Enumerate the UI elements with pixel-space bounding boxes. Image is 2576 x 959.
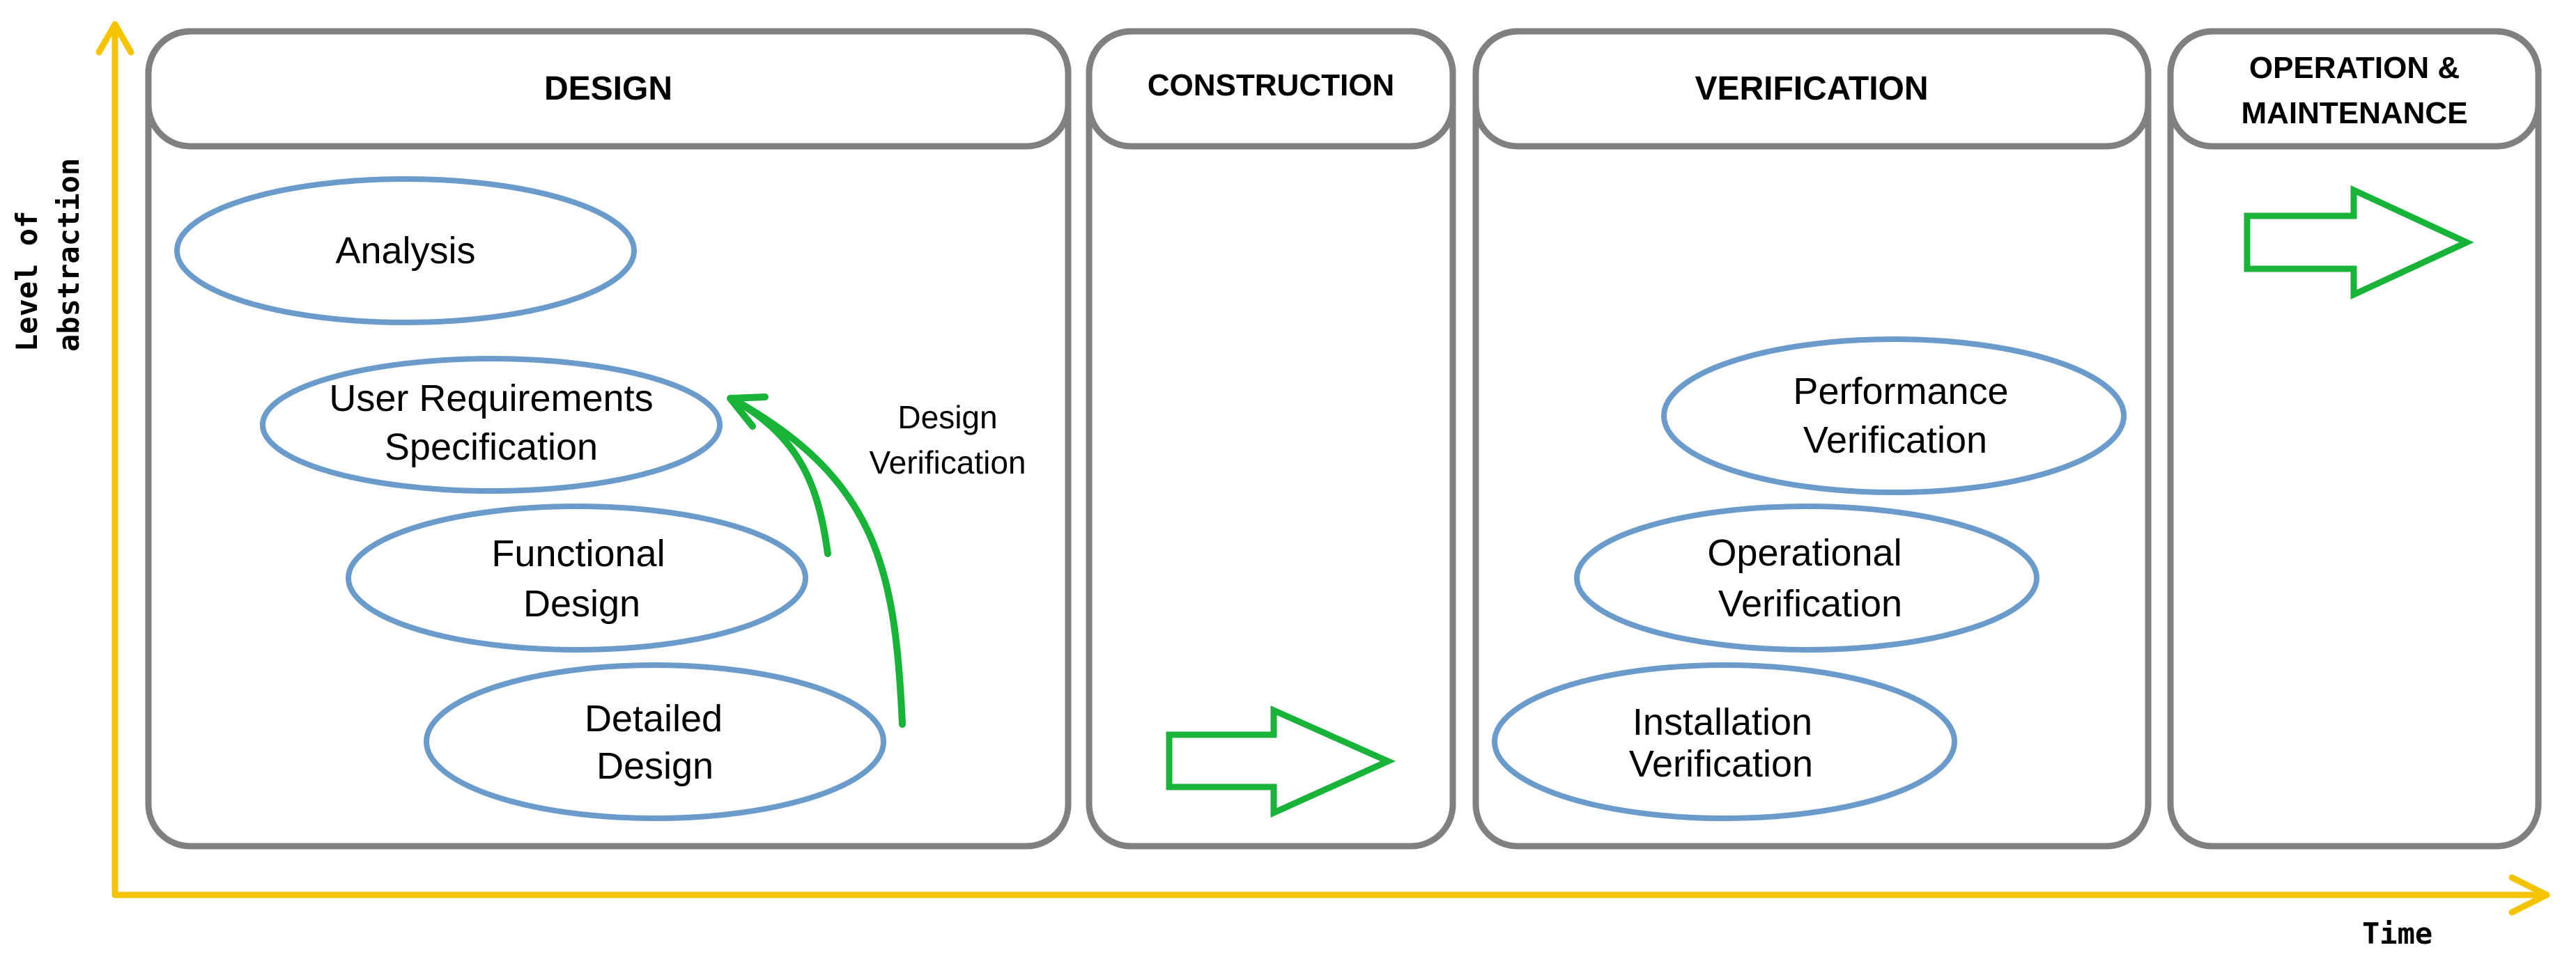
y-axis-label: Level of abstraction: [10, 158, 86, 352]
operational-label-line1: Operational: [1707, 532, 1902, 574]
phase-boxes: [145, 28, 2542, 850]
analysis-label: Analysis: [335, 230, 475, 272]
y-axis-arrowhead: [95, 21, 134, 56]
detailed-label-line2: Design: [596, 745, 714, 787]
design-verification-label-line2: Verification: [869, 444, 1026, 481]
performance-verification-oval: [1661, 336, 2127, 495]
urs-oval: [260, 356, 723, 494]
verification-phase-title: VERIFICATION: [1695, 70, 1928, 107]
y-axis-label-line1: Level of: [10, 211, 44, 352]
x-axis-arrowhead: [2508, 874, 2550, 916]
design-phase-title: DESIGN: [544, 70, 672, 107]
y-axis: [95, 21, 134, 898]
operation-phase-title-line1: OPERATION &: [2249, 51, 2460, 85]
functional-design-oval: [346, 504, 808, 653]
design-verification-long-curve: [732, 397, 906, 728]
right-block-arrow-icon: [2244, 185, 2474, 300]
design-verification-short-curve: [732, 397, 831, 557]
analysis-oval: [174, 176, 637, 325]
design-verification-label-line1: Design: [897, 399, 997, 435]
performance-label-line2: Verification: [1803, 419, 1987, 461]
operation-phase-title-line2: MAINTENANCE: [2241, 96, 2467, 130]
installation-label-line1: Installation: [1633, 701, 1812, 743]
design-phase-header: [145, 28, 1072, 150]
verification-phase-header: [1472, 28, 2152, 150]
operational-label-line2: Verification: [1718, 583, 1902, 625]
operational-verification-oval: [1574, 504, 2039, 653]
detailed-design-oval: [424, 662, 886, 821]
construction-phase-title: CONSTRUCTION: [1148, 68, 1394, 102]
design-verification-arrowhead: [727, 393, 769, 430]
x-axis-label: Time: [2362, 917, 2432, 951]
installation-label-line2: Verification: [1629, 743, 1813, 785]
urs-label-line2: Specification: [385, 426, 598, 468]
y-axis-label-line2: abstraction: [52, 158, 86, 352]
x-axis: [111, 874, 2550, 916]
functional-label-line1: Functional: [491, 533, 665, 575]
right-block-arrow-icon: [1166, 705, 1396, 818]
construction-phase-header: [1086, 28, 1456, 150]
operation-phase-header: [2167, 28, 2542, 150]
urs-label-line1: User Requirements: [329, 377, 653, 419]
verification-ovals: [1492, 336, 2127, 821]
operation-phase-box: [2167, 28, 2542, 850]
detailed-label-line1: Detailed: [585, 698, 723, 740]
design-ovals: [174, 176, 886, 821]
installation-verification-oval: [1492, 662, 1957, 821]
functional-label-line2: Design: [523, 583, 640, 625]
curved-up-arrow-icon: [727, 393, 906, 728]
performance-label-line1: Performance: [1793, 371, 2008, 412]
